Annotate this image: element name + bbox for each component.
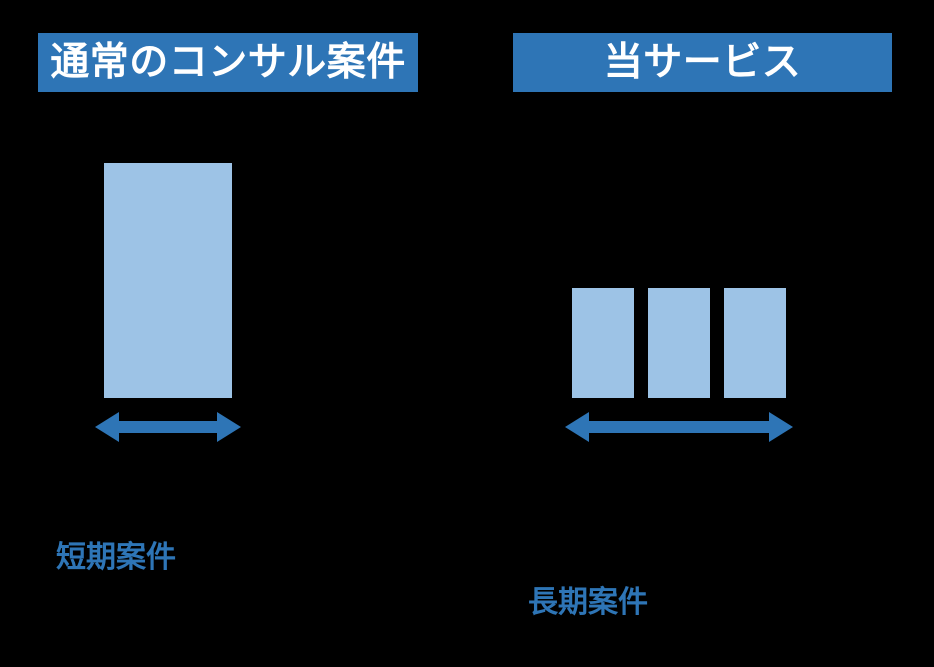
double-headed-horizontal-arrow-icon bbox=[95, 412, 241, 442]
bar-service-2 bbox=[648, 288, 710, 398]
bar-service-1 bbox=[572, 288, 634, 398]
caption-short-term: 短期案件 bbox=[56, 541, 176, 574]
panel-header-standard: 通常のコンサル案件 bbox=[38, 33, 418, 92]
panel-header-service-label: 当サービス bbox=[603, 41, 802, 84]
bar-service-3 bbox=[724, 288, 786, 398]
duration-arrow-standard-icon bbox=[93, 407, 243, 447]
bar-standard-1 bbox=[104, 163, 232, 398]
duration-arrow-service-icon bbox=[563, 407, 795, 447]
caption-long-term: 長期案件 bbox=[528, 586, 648, 619]
double-headed-horizontal-arrow-icon bbox=[565, 412, 793, 442]
panel-header-standard-label: 通常のコンサル案件 bbox=[50, 41, 406, 84]
panel-header-service: 当サービス bbox=[513, 33, 892, 92]
